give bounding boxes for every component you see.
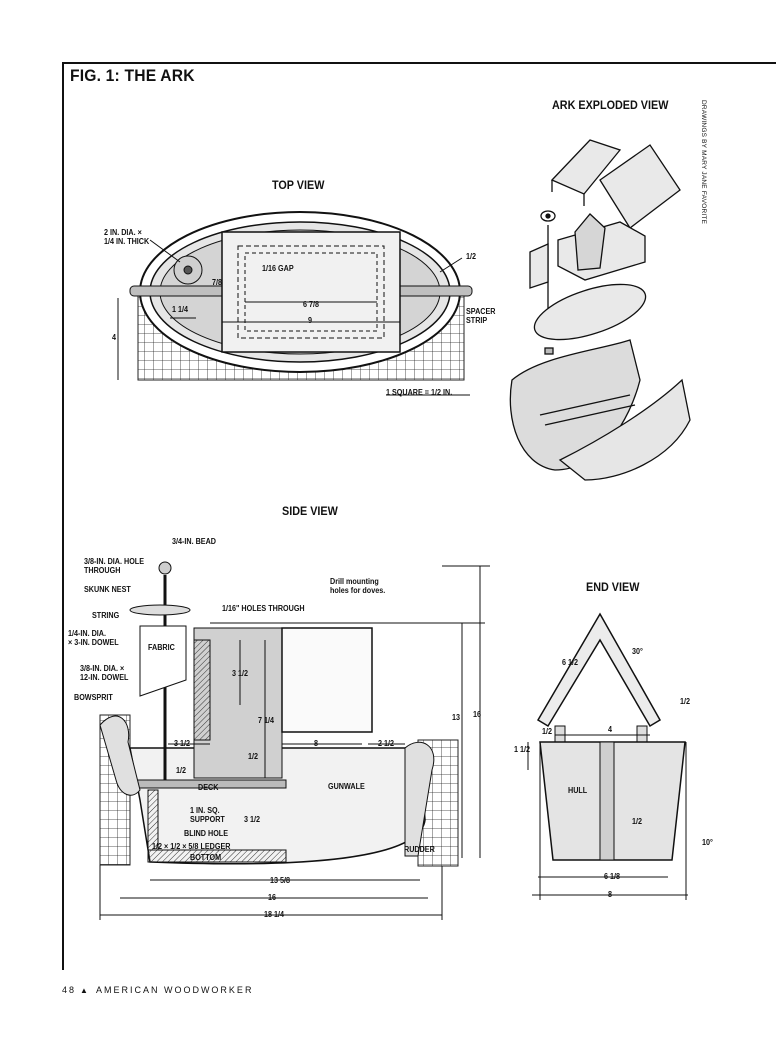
label-deck: DECK (198, 783, 219, 792)
label-hull: HULL (568, 786, 588, 795)
label-half-left: 1/2 (542, 727, 553, 736)
label-3-5-b: 3 1/2 (174, 739, 191, 748)
label-drill: Drill mounting holes for doves. (330, 577, 386, 595)
label-disk: 2 IN. DIA. × 1/4 IN. THICK (104, 228, 150, 246)
label-18-1-4: 18 1/4 (264, 910, 285, 919)
label-spacer-strip: SPACER STRIP (466, 307, 496, 325)
label-blind-hole: BLIND HOLE (184, 829, 229, 838)
label-gunwale: GUNWALE (328, 782, 365, 791)
label-half-a: 1/2 (248, 752, 259, 761)
exploded-view-title: ARK EXPLODED VIEW (552, 98, 669, 112)
label-gap: 1/16 GAP (262, 264, 294, 273)
label-6-1-8: 6 1/8 (604, 872, 621, 881)
label-2-5: 2 1/2 (378, 739, 395, 748)
label-bead: 3/4-IN. BEAD (172, 537, 217, 546)
label-7-8: 7/8 (212, 278, 223, 287)
label-8: 8 (314, 739, 319, 748)
label-16-vert: 16 (473, 710, 482, 719)
label-scale: 1 SQUARE = 1/2 IN. (386, 388, 453, 397)
label-13: 13 (452, 713, 461, 722)
magazine-name: AMERICAN WOODWORKER (95, 985, 254, 995)
label-6-7-8: 6 7/8 (303, 300, 320, 309)
label-skunk-nest: SKUNK NEST (84, 585, 131, 594)
figure-frame (62, 62, 776, 970)
label-30deg: 30° (632, 647, 643, 656)
top-view-title: TOP VIEW (272, 178, 325, 192)
triangle-icon: ▲ (80, 986, 90, 995)
label-9: 9 (308, 316, 313, 325)
label-bottom: BOTTOM (190, 853, 222, 862)
label-1-5: 1 1/2 (514, 745, 531, 754)
label-10deg: 10° (702, 838, 713, 847)
label-3-5-a: 3 1/2 (232, 669, 249, 678)
label-3-5-c: 3 1/2 (244, 815, 261, 824)
figure-title: FIG. 1: THE ARK (70, 66, 195, 85)
label-half-center: 1/2 (632, 817, 643, 826)
label-4-end: 4 (608, 725, 613, 734)
drawing-credit: DRAWINGS BY MARY JANE FAVORITE (700, 100, 707, 225)
label-dowel-long: 3/8-IN. DIA. × 12-IN. DOWEL (80, 664, 129, 682)
label-dowel-short: 1/4-IN. DIA. × 3-IN. DOWEL (68, 629, 119, 647)
label-half-top: 1/2 (466, 252, 477, 261)
label-ledger: 1/2 × 1/2 × 5/8 LEDGER (152, 842, 231, 851)
label-16-horiz: 16 (268, 893, 277, 902)
label-1-1-4: 1 1/4 (172, 305, 189, 314)
label-string: STRING (92, 611, 120, 620)
end-view-drawing (527, 612, 688, 900)
label-fabric: FABRIC (148, 643, 175, 652)
label-rudder: RUDDER (404, 845, 435, 854)
label-bowsprit: BOWSPRIT (74, 693, 113, 702)
side-view-drawing (99, 561, 490, 920)
side-view-title: SIDE VIEW (282, 504, 338, 518)
label-half-b: 1/2 (176, 766, 187, 775)
label-6-5: 6 1/2 (562, 658, 579, 667)
label-4: 4 (112, 333, 117, 342)
label-7-25: 7 1/4 (258, 716, 275, 725)
end-view-title: END VIEW (586, 580, 640, 594)
label-hole-through: 3/8-IN. DIA. HOLE THROUGH (84, 557, 145, 575)
page-number: 48 (62, 985, 77, 995)
page-footer: 48▲ AMERICAN WOODWORKER (62, 985, 253, 995)
label-half-right: 1/2 (680, 697, 691, 706)
exploded-view-drawing (509, 139, 691, 481)
label-13-5-8: 13 5/8 (270, 876, 291, 885)
label-8-end: 8 (608, 890, 613, 899)
label-support: 1 IN. SQ. SUPPORT (190, 806, 225, 824)
label-holes-through: 1/16" HOLES THROUGH (222, 604, 305, 613)
top-view-drawing (117, 211, 473, 396)
